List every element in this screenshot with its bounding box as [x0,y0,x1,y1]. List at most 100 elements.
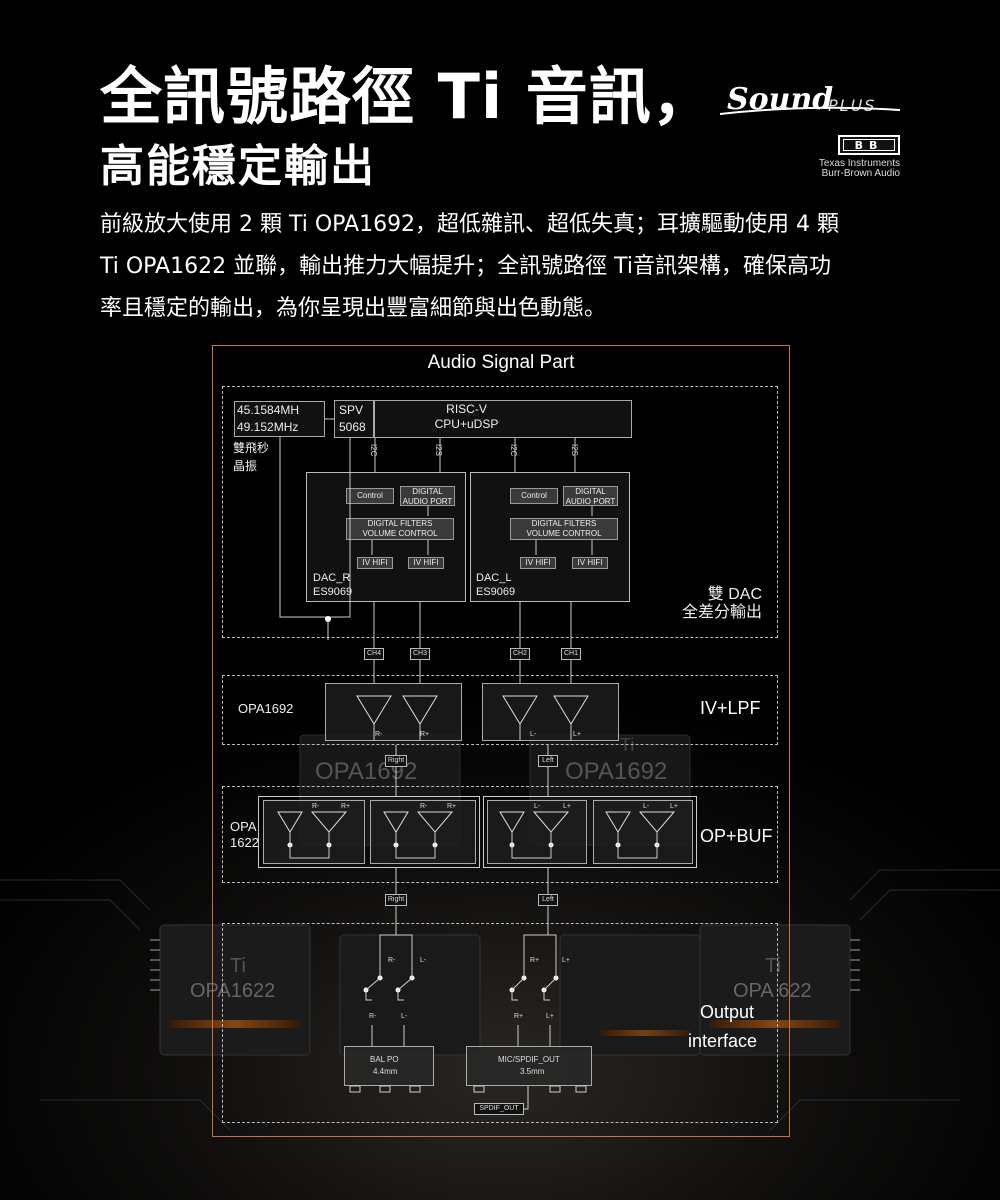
dac-r-digital: DIGITAL [412,487,443,496]
dual-dac-label-1: 雙 DAC [707,586,762,603]
out-l-plus-bot: L+ [546,1013,554,1020]
dac-r-iv-hifi-1: IV HIFI [357,557,393,569]
bus-i2c-l: I2C [509,444,518,457]
opa1622-left-outer [483,796,697,868]
bus-i2s-r: I2S [434,444,443,457]
dac-l-digital: DIGITAL [575,487,606,496]
iv-lpf-section [222,675,778,745]
clock-box [234,401,325,437]
opa1622-block-3 [487,800,587,864]
bg-chip-ti-right: Ti [765,955,781,977]
dac-section [222,386,778,638]
burr-brown-logo-text: BB [843,139,895,152]
bal-jack-line-2: 4.4mm [373,1067,398,1076]
out-r-minus-bot: R- [369,1013,377,1020]
bus-i2c-r: I2C [369,444,378,457]
riscv-line-2: CPU+uDSP [434,417,499,431]
bal-jack-line-1: BAL PO [370,1055,399,1064]
out-r-plus-bot: R+ [514,1013,524,1020]
mic-spdif-line-2: 3.5mm [520,1067,545,1076]
signal-right-2: Right [385,894,407,906]
ti-name: Texas Instruments [818,158,900,169]
opa1622-r-minus-1: R- [312,803,320,810]
riscv-box [374,400,632,438]
output-section [222,923,778,1123]
opa1622-r-minus-2: R- [420,803,428,810]
dac-r-volume-label: VOLUME CONTROL [362,529,438,538]
burr-brown-logo: BB [838,135,900,155]
bg-chip-opa1692-right: OPA1692 [565,758,668,785]
opa1622-r-plus-2: R+ [447,803,457,810]
spdif-out-tag: SPDIF_OUT [474,1103,524,1115]
diagram-frame [212,345,790,1137]
bg-chip-opa1622-left: OPA1622 [190,980,276,1002]
opa1692-l-plus: L+ [573,731,581,738]
signal-left-1: Left [538,755,558,767]
spv-name: SPV [339,403,364,417]
clock-freq-1: 45.1584MH [237,403,300,417]
channel-ch4: CH4 [364,648,384,660]
bg-chip-ti-mid: Ti [620,735,635,755]
clock-label-2: 晶振 [233,459,258,473]
signal-left-2: Left [538,894,558,906]
bg-chip-ti-left: Ti [230,955,246,977]
dac-l-model: ES9069 [476,586,516,598]
opa1622-right-outer [258,796,480,868]
dac-r-audio-port: AUDIO PORT [402,497,453,506]
description-line-2: Ti OPA1622 並聯，輸出推力大幅提升；全訊號路徑 Ti音訊架構，確保高功 [100,254,831,279]
dac-l-iv-hifi-1: IV HIFI [520,557,556,569]
soundplus-logo-plus: PLUS [828,96,877,115]
opa1692-r-plus: R+ [420,731,430,738]
output-label-1: Output [700,1002,755,1022]
out-l-minus-bot: L- [401,1013,408,1020]
bal-jack-box [344,1046,434,1086]
soundplus-swoosh-icon [720,106,900,115]
dac-r-model: ES9069 [313,586,353,598]
bb-name: Burr-Brown Audio [821,168,900,179]
dac-l-filters: DIGITAL FILTERS VOLUME CONTROL [510,518,618,540]
diagram-title: Audio Signal Part [427,352,575,373]
dac-l-name: DAC_L [476,572,512,584]
opa1622-block-4 [593,800,693,864]
signal-right-1: Right [385,755,407,767]
dac-l-filters-label: DIGITAL FILTERS [531,519,597,528]
dac-r-iv-hifi-2: IV HIFI [408,557,444,569]
opa1692-left-box [482,683,619,741]
opa1692-l-minus: L- [530,731,537,738]
dual-dac-label-2: 全差分輸出 [681,604,762,621]
opa1622-l-plus-1: L+ [563,803,571,810]
opa1622-label-1: OPA [230,819,257,834]
dac-l-audio-port: AUDIO PORT [565,497,616,506]
description-line-3: 率且穩定的輸出，為你呈現出豐富細節與出色動態。 [100,296,607,321]
opa1622-l-minus-1: L- [534,803,541,810]
spv-box [334,400,374,438]
mic-spdif-jack-box [466,1046,592,1086]
dac-l-digital-audio-port: DIGITAL AUDIO PORT [563,486,618,506]
clock-freq-2: 49.152MHz [237,420,299,434]
channel-ch3: CH3 [410,648,430,660]
opa1692-label: OPA1692 [238,701,294,716]
bg-chip-opa622-right: OPA 622 [733,980,812,1002]
description: 前級放大使用 2 顆 Ti OPA1692，超低雜訊、超低失真；耳擴驅動使用 4… [100,204,900,330]
channel-ch2: CH2 [510,648,530,660]
main-title: 全訊號路徑 Ti 音訊， [100,60,715,133]
out-l-plus-top: L+ [562,957,570,964]
dac-r-filters: DIGITAL FILTERS VOLUME CONTROL [346,518,454,540]
opa1622-l-plus-2: L+ [670,803,678,810]
opa1692-r-minus: R- [375,731,383,738]
opa1622-block-1 [263,800,365,864]
opa1622-block-2 [370,800,476,864]
dac-r-control: Control [346,488,394,504]
mic-spdif-line-1: MIC/SPDIF_OUT [498,1055,560,1064]
op-buf-section [222,786,778,883]
clock-label-1: 雙飛秒 [233,441,270,455]
dac-l-control: Control [510,488,558,504]
iv-lpf-label: IV+LPF [700,698,761,718]
dac-r-name: DAC_R [313,572,351,584]
dac-r-filters-label: DIGITAL FILTERS [367,519,433,528]
riscv-line-1: RISC-V [446,402,487,416]
out-l-minus-top: L- [420,957,427,964]
dac-r-digital-audio-port: DIGITAL AUDIO PORT [400,486,455,506]
